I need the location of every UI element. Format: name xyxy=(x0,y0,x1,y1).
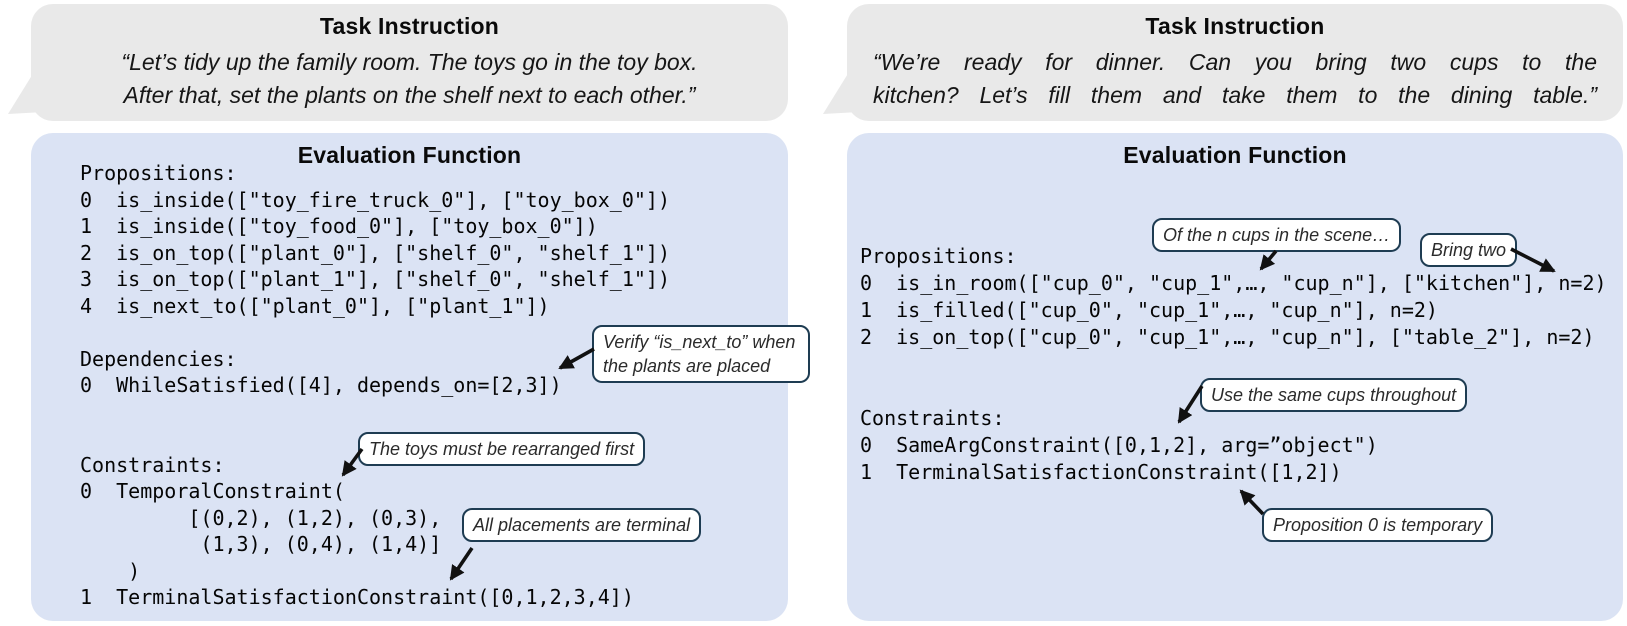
evaluation-title-left: Evaluation Function xyxy=(297,142,522,168)
callout-of-n-cups: Of the n cups in the scene… xyxy=(1152,218,1402,252)
task-instruction-bubble-left: Task Instruction “Let’s tidy up the fami… xyxy=(31,4,788,121)
callout-placements-terminal: All placements are terminal xyxy=(462,508,702,542)
callout-bring-two: Bring two xyxy=(1420,233,1518,267)
task-instruction-title-left: Task Instruction xyxy=(319,13,500,39)
evaluation-panel-right: Evaluation Function xyxy=(847,133,1623,621)
evaluation-title-right: Evaluation Function xyxy=(1123,142,1347,168)
callout-verify-next-to: Verify “is_next_to” when the plants are … xyxy=(592,325,810,383)
callout-toys-first: The toys must be rearranged first xyxy=(358,432,646,466)
evaluation-code-right: Propositions: 0 is_in_room(["cup_0", "cu… xyxy=(860,244,1607,484)
task-instruction-bubble-right: Task Instruction “We’re ready for dinner… xyxy=(847,4,1623,121)
callout-prop0-temporary: Proposition 0 is temporary xyxy=(1262,508,1494,542)
task-quote-line: kitchen? Let’s fill them and take them t… xyxy=(873,82,1597,108)
evaluation-code-left: Propositions: 0 is_inside(["toy_fire_tru… xyxy=(80,161,671,609)
task-instruction-title-right: Task Instruction xyxy=(1145,13,1325,39)
task-quote-line: “We’re ready for dinner. Can you bring t… xyxy=(873,49,1597,75)
task-quote-line: After that, set the plants on the shelf … xyxy=(123,82,696,108)
task-quote-line: “Let’s tidy up the family room. The toys… xyxy=(121,49,698,75)
callout-same-cups: Use the same cups throughout xyxy=(1200,378,1468,412)
task-quote-left: “Let’s tidy up the family room. The toys… xyxy=(31,46,788,112)
task-quote-right: “We’re ready for dinner. Can you bring t… xyxy=(847,46,1623,112)
